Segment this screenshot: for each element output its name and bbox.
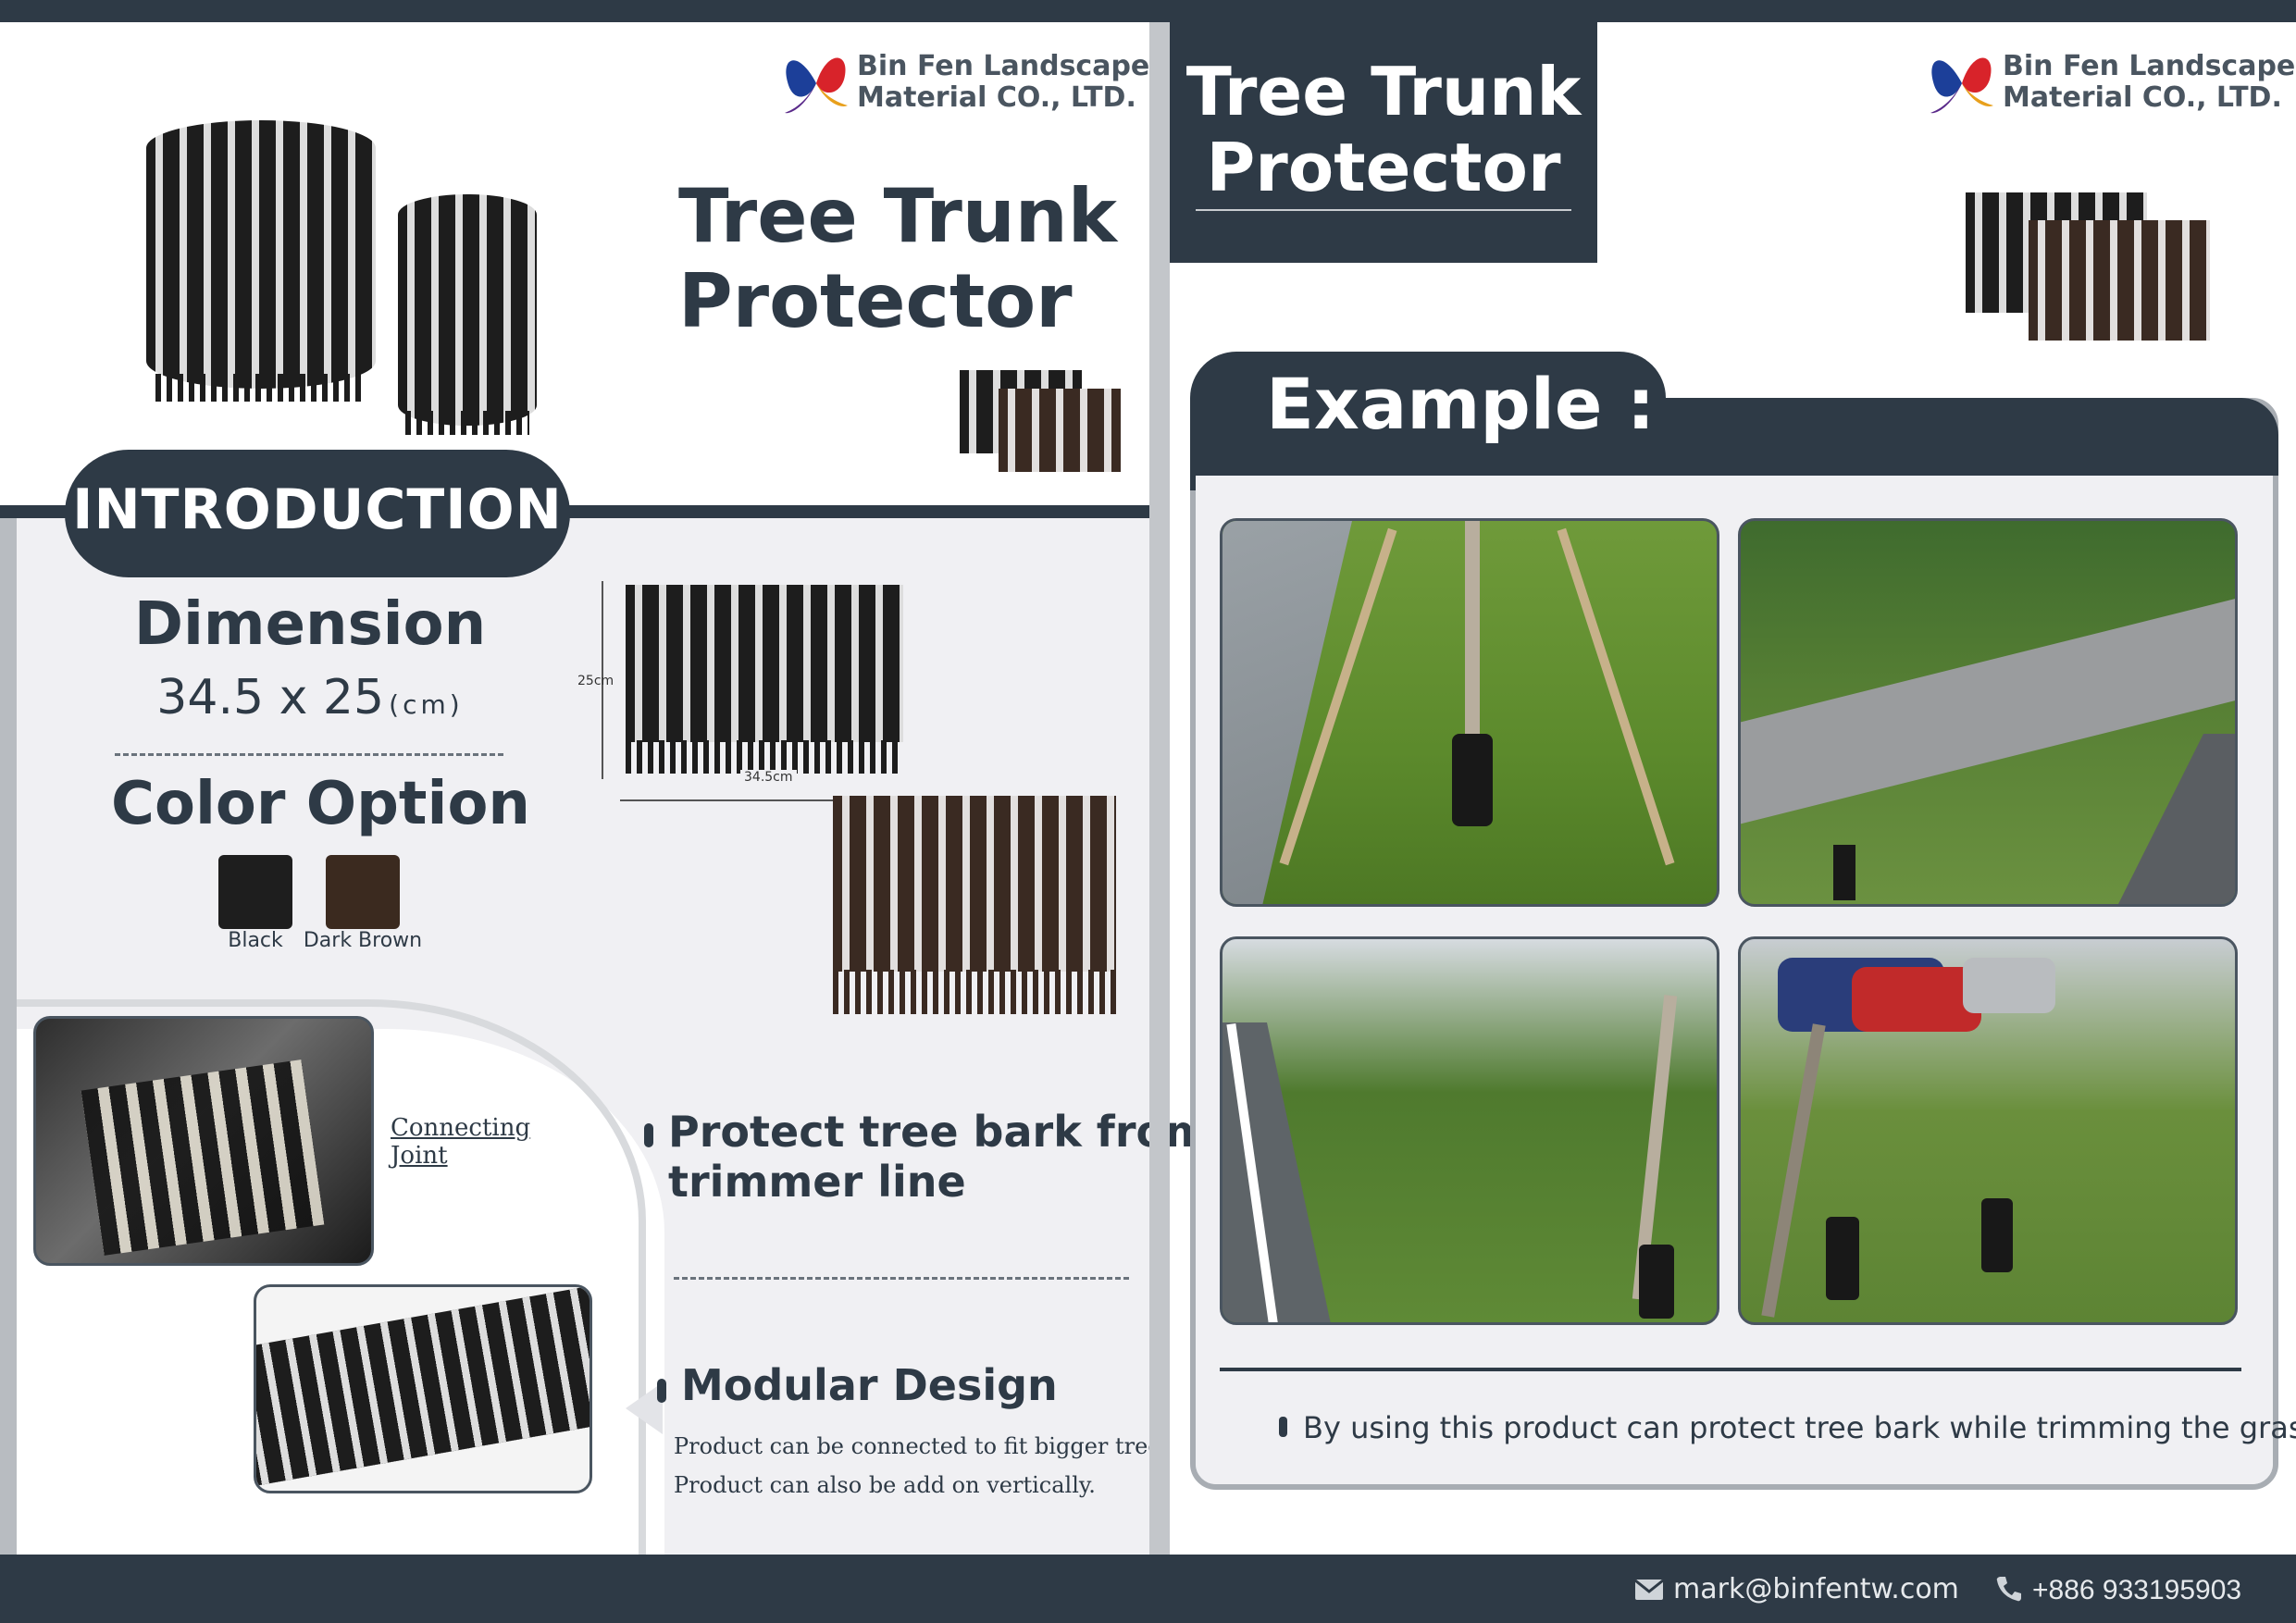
butterfly-logo-icon (785, 57, 848, 114)
left-edge-bar (0, 518, 17, 1555)
right-title-line2: Protector (1206, 129, 1561, 206)
example-heading: Example : (1266, 363, 1656, 445)
example-photo-4 (1738, 936, 2238, 1325)
connecting-joint-label-line2: Joint (391, 1142, 448, 1170)
flat-panels-thumbnail (958, 363, 1124, 474)
left-page: Bin Fen Landscape Material CO., LTD. Tre… (0, 22, 1210, 1555)
product-title-line1: Tree Trunk (678, 173, 1117, 259)
large-cylinder-fringe (155, 374, 366, 402)
feature-protect-title-line1: Protect tree bark from (668, 1107, 1210, 1157)
bullet-icon (644, 1123, 653, 1147)
introduction-heading: INTRODUCTION (72, 477, 563, 542)
butterfly-logo-icon (1930, 57, 1993, 114)
dimension-diagram: 25cm (577, 559, 935, 801)
color-name-black: Black (228, 929, 283, 952)
example-photo-1 (1220, 518, 1719, 907)
color-swatch-black (218, 855, 292, 929)
example-header-bar (1190, 398, 2278, 476)
right-title-block (1170, 22, 1597, 263)
feature-dashed-divider (674, 1277, 1129, 1280)
top-bar (0, 0, 2296, 22)
bullet-icon (657, 1379, 666, 1403)
height-measure-label: 25cm (577, 674, 614, 688)
feature-modular-desc: Product can be connected to fit bigger t… (674, 1427, 1168, 1505)
large-cylinder-protector (146, 120, 376, 389)
small-cylinder-fringe (405, 411, 529, 435)
modular-design-photo (254, 1284, 592, 1493)
product-title: Tree Trunk Protector (678, 174, 1123, 344)
small-cylinder-protector (398, 194, 537, 426)
page-gutter (1149, 22, 1170, 1555)
connecting-joint-label: Connecting Joint (391, 1114, 530, 1170)
dimension-label: Dimension (133, 590, 487, 659)
brown-panel (2029, 220, 2210, 341)
dimension-unit: (cm) (389, 689, 464, 720)
right-page: Tree Trunk Protector Bin Fen Landscape M… (1170, 22, 2296, 1555)
caption-divider (1220, 1368, 2241, 1371)
introduction-heading-pill (65, 450, 570, 577)
modular-callout-arrow (626, 1382, 663, 1434)
diagram-panel (626, 585, 903, 742)
dimension-value: 34.5 x 25 (156, 670, 385, 725)
right-title-underline (1196, 209, 1571, 211)
hero-product-image (139, 105, 546, 457)
color-swatch-dark-brown (326, 855, 400, 929)
right-panels-image (1953, 183, 2221, 368)
footer-bar (0, 1555, 2296, 1623)
right-title: Tree Trunk Protector (1170, 54, 1597, 205)
feature-modular-desc-line1: Product can be connected to fit bigger t… (674, 1433, 1169, 1459)
feature-modular-title: Modular Design (681, 1360, 1058, 1410)
feature-protect-title: Protect tree bark from trimmer line (668, 1107, 1210, 1207)
example-photo-3 (1220, 936, 1719, 1325)
example-photo-2 (1738, 518, 2238, 907)
dimension-dashed-divider (115, 753, 503, 756)
color-option-label: Color Option (111, 770, 530, 838)
height-measure-line (602, 581, 603, 779)
company-logo: Bin Fen Landscape Material CO., LTD. (779, 46, 1149, 120)
brown-panel (999, 389, 1121, 472)
width-measure-line (620, 799, 909, 801)
brown-diagram-fringe (833, 970, 1116, 1014)
feature-modular-desc-line2: Product can also be add on vertically. (674, 1472, 1096, 1498)
right-title-line1: Tree Trunk (1185, 53, 1582, 130)
connecting-joint-label-line1: Connecting (391, 1114, 531, 1142)
brown-diagram-panel (833, 796, 1116, 972)
company-name-line1: Bin Fen Landscape (2003, 50, 2296, 82)
width-measure-label: 34.5cm (740, 770, 797, 785)
footer-phone[interactable]: +886 933195903 (2032, 1575, 2242, 1605)
features-curve-border (17, 999, 646, 1555)
company-name-line2: Material CO., LTD. (857, 81, 1136, 114)
bullet-icon (1279, 1417, 1287, 1437)
company-name-line2: Material CO., LTD. (2003, 81, 2282, 114)
connecting-joint-photo (33, 1016, 374, 1266)
feature-protect-title-line2: trimmer line (668, 1157, 966, 1207)
email-icon (1634, 1579, 1664, 1600)
phone-icon (1996, 1577, 2021, 1602)
diagram-panel-fringe (626, 740, 903, 774)
company-logo-right: Bin Fen Landscape Material CO., LTD. (1925, 46, 2295, 120)
product-title-line2: Protector (678, 258, 1073, 344)
example-caption: By using this product can protect tree b… (1303, 1410, 2296, 1445)
company-name-line1: Bin Fen Landscape (857, 50, 1150, 82)
color-name-dark-brown: Dark Brown (303, 929, 423, 952)
footer-email[interactable]: mark@binfentw.com (1673, 1573, 1959, 1605)
dimension-value-row: 34.5 x 25 (cm) (111, 670, 509, 725)
